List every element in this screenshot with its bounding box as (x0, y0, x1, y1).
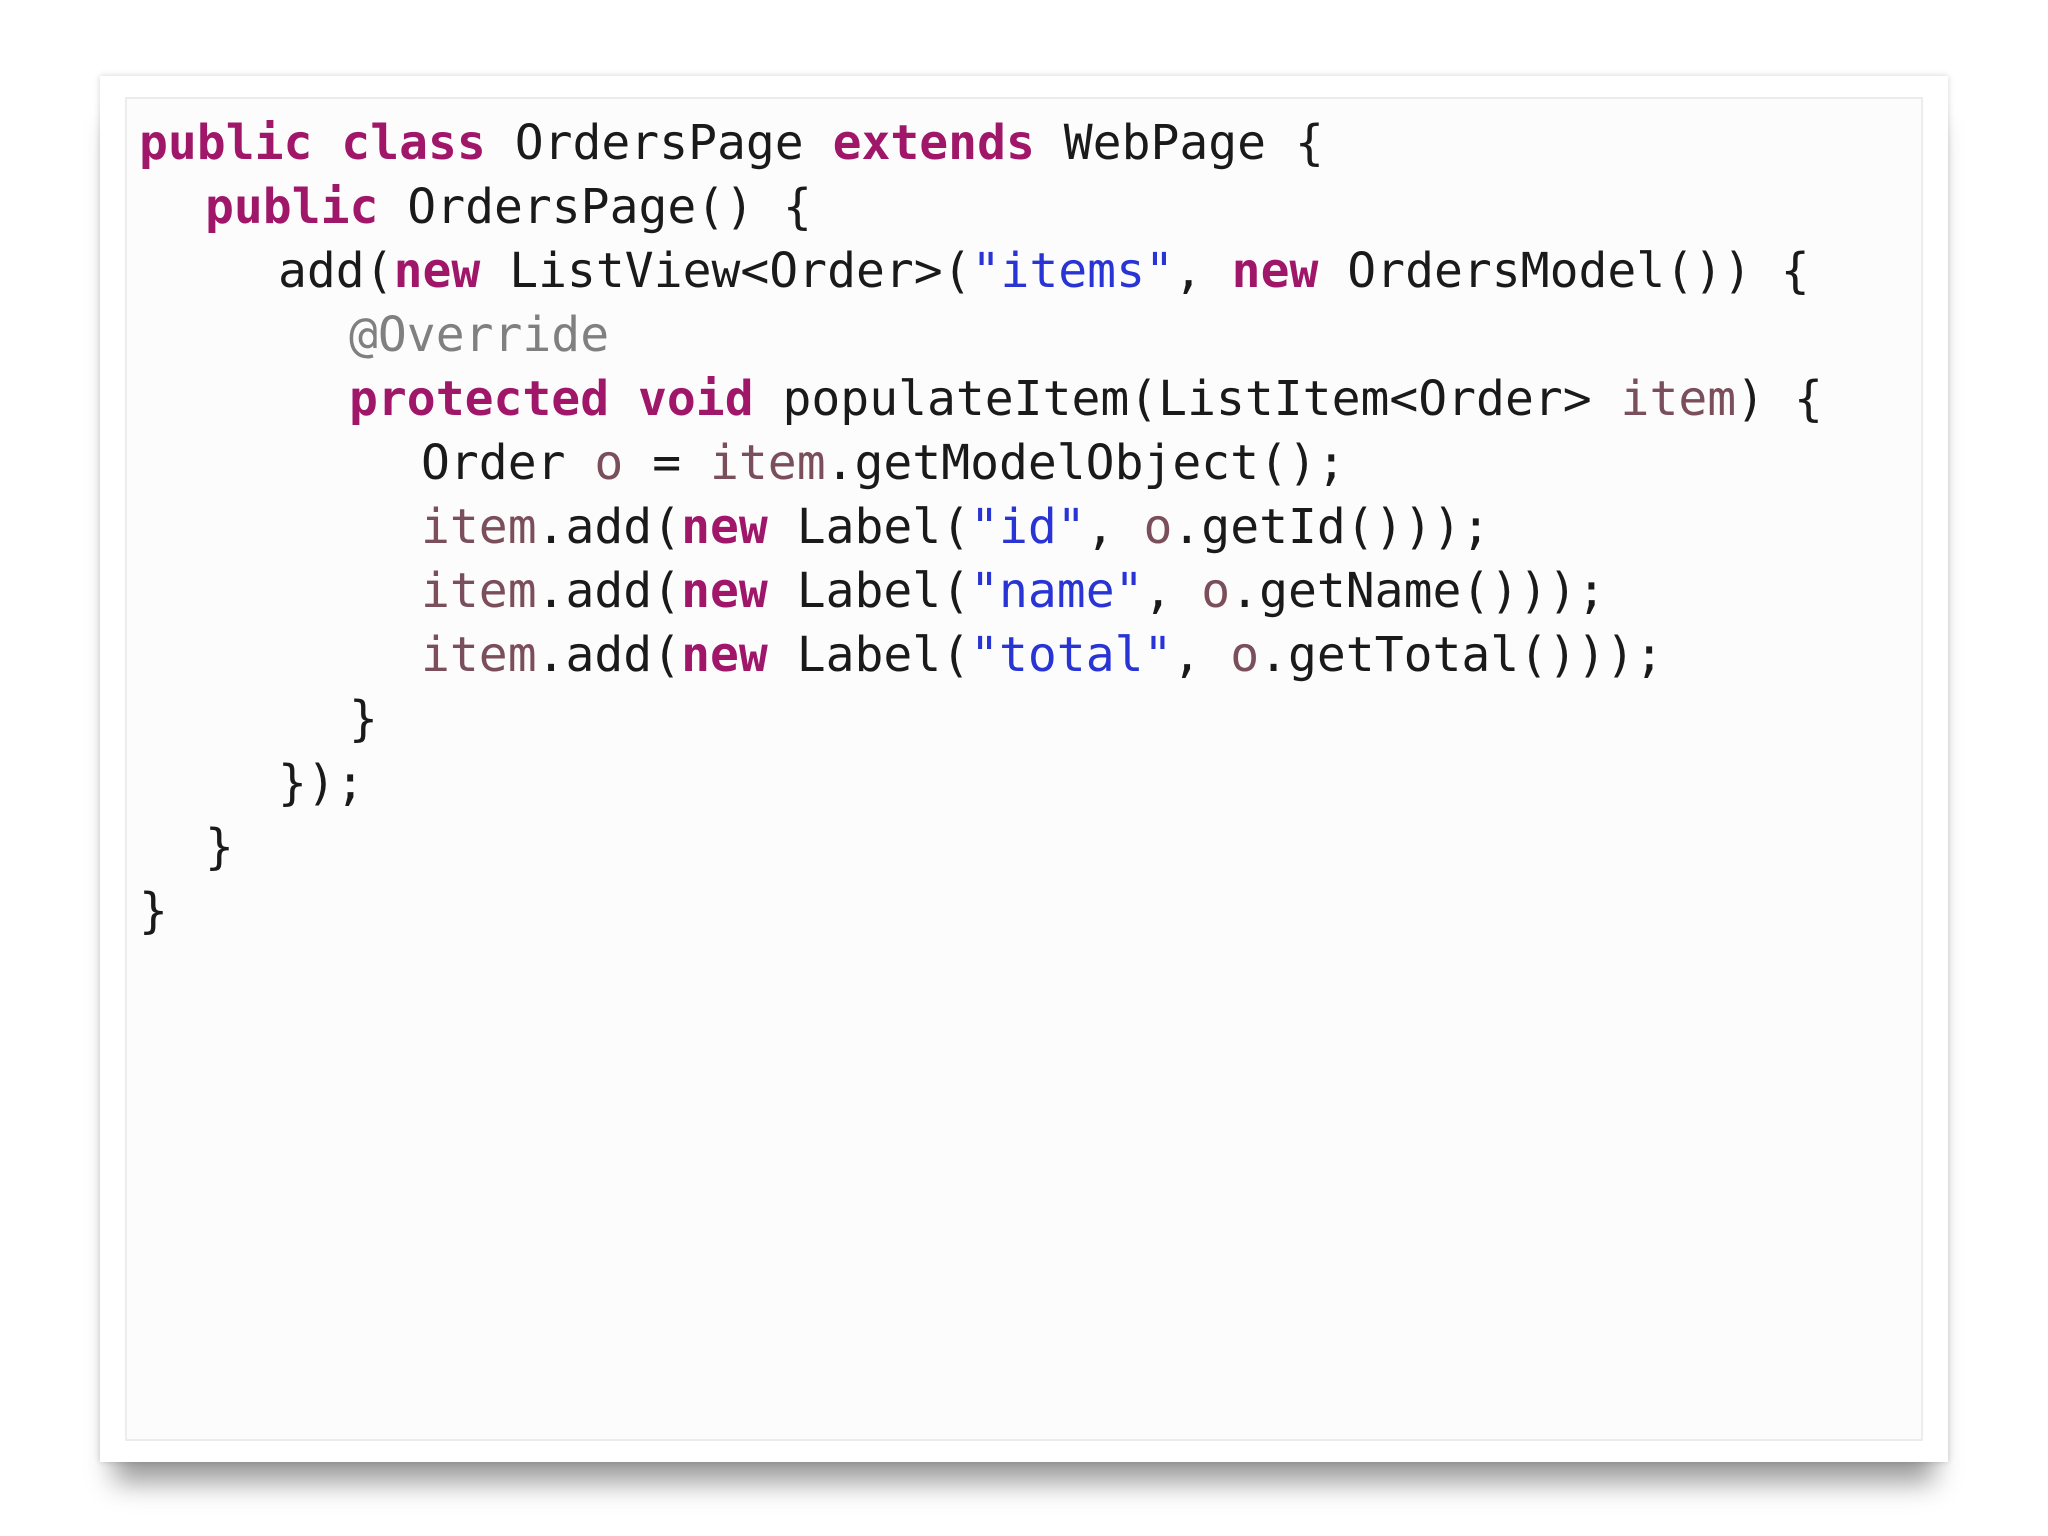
code-line: item.add(new Label("name", o.getName()))… (139, 559, 1823, 623)
code-token-plain: } (139, 883, 168, 939)
code-token-plain: Label( (767, 499, 971, 555)
code-line: public OrdersPage() { (139, 175, 1823, 239)
code-token-plain: .add( (536, 563, 682, 619)
code-line: Order o = item.getModelObject(); (139, 431, 1823, 495)
code-token-keyword: new (393, 243, 481, 299)
code-token-plain: }); (278, 755, 365, 811)
code-token-keyword: public (205, 179, 379, 235)
code-token-plain: } (349, 691, 378, 747)
code-token-var: item (421, 627, 537, 683)
code-token-var: item (710, 435, 826, 491)
code-token-plain: .getName())); (1230, 563, 1606, 619)
code-token-plain: populateItem(ListItem<Order> (753, 371, 1621, 427)
code-line: } (139, 815, 1823, 879)
code-token-plain: .getTotal())); (1259, 627, 1664, 683)
code-token-var: o (1143, 499, 1173, 555)
code-line: @Override (139, 303, 1823, 367)
code-token-plain: Label( (767, 627, 971, 683)
code-token-plain: } (205, 819, 234, 875)
code-token-keyword: new (681, 627, 768, 683)
code-line: item.add(new Label("total", o.getTotal()… (139, 623, 1823, 687)
code-line: } (139, 879, 1823, 943)
code-token-plain: , (1172, 627, 1231, 683)
code-line: } (139, 687, 1823, 751)
code-token-plain (609, 371, 638, 427)
code-token-keyword: protected (349, 371, 610, 427)
code-token-keyword: extends (832, 115, 1035, 171)
code-token-plain: = (623, 435, 710, 491)
code-token-plain: WebPage { (1034, 115, 1324, 171)
code-token-keyword: void (638, 371, 754, 427)
code-line: public class OrdersPage extends WebPage … (139, 111, 1823, 175)
code-line: protected void populateItem(ListItem<Ord… (139, 367, 1823, 431)
code-token-var: item (1620, 371, 1737, 427)
code-block: public class OrdersPage extends WebPage … (139, 111, 1823, 943)
code-token-plain: ) { (1736, 371, 1823, 427)
code-token-plain (312, 115, 341, 171)
code-token-plain: ListView<Order>( (480, 243, 972, 299)
code-token-var: o (594, 435, 624, 491)
code-token-string: "items" (971, 243, 1174, 299)
code-token-var: item (421, 499, 537, 555)
code-token-plain: add( (278, 243, 394, 299)
slide-card: public class OrdersPage extends WebPage … (100, 76, 1948, 1462)
code-token-plain: .getModelObject(); (825, 435, 1346, 491)
code-token-plain: , (1085, 499, 1144, 555)
code-token-plain: , (1173, 243, 1232, 299)
code-token-string: "total" (970, 627, 1173, 683)
code-token-keyword: new (681, 499, 768, 555)
code-token-string: "id" (970, 499, 1086, 555)
code-line: add(new ListView<Order>("items", new Ord… (139, 239, 1823, 303)
code-token-var: o (1230, 627, 1260, 683)
code-token-plain: OrdersPage() { (378, 179, 812, 235)
code-token-plain: .add( (536, 499, 682, 555)
code-token-keyword: new (681, 563, 768, 619)
code-token-var: item (421, 563, 537, 619)
code-token-annotation: @Override (349, 307, 610, 363)
code-token-plain: OrdersPage (485, 115, 833, 171)
code-token-plain: Order (421, 435, 595, 491)
code-token-plain: OrdersModel()) { (1318, 243, 1810, 299)
code-token-var: o (1201, 563, 1231, 619)
code-panel: public class OrdersPage extends WebPage … (125, 97, 1923, 1441)
code-token-plain: .getId())); (1172, 499, 1491, 555)
code-line: }); (139, 751, 1823, 815)
code-token-plain: , (1143, 563, 1202, 619)
code-token-plain: .add( (536, 627, 682, 683)
code-token-keyword: public (139, 115, 313, 171)
code-line: item.add(new Label("id", o.getId())); (139, 495, 1823, 559)
code-token-string: "name" (970, 563, 1144, 619)
code-token-plain: Label( (767, 563, 971, 619)
code-token-keyword: new (1231, 243, 1319, 299)
code-token-keyword: class (341, 115, 486, 171)
